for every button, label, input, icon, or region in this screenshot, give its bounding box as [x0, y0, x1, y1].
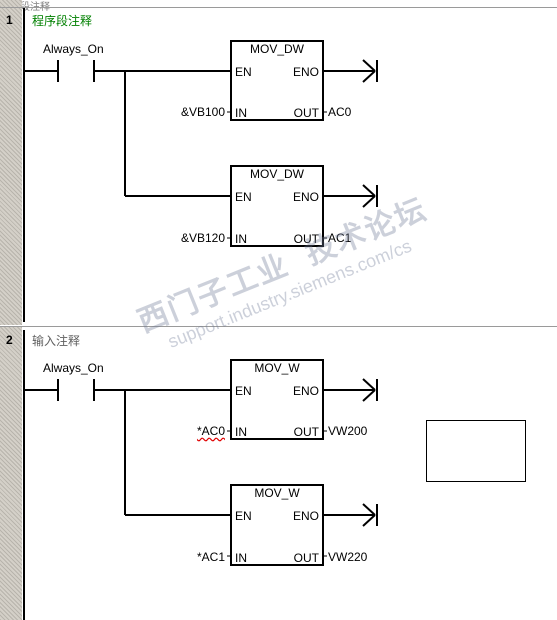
network-1-number: 1: [6, 13, 13, 27]
empty-box: [426, 420, 526, 482]
block-title: MOV_W: [254, 486, 300, 500]
en-pin-label: EN: [235, 65, 252, 79]
out-pin-label: OUT: [293, 551, 319, 565]
en-pin-label: EN: [235, 384, 252, 398]
network-1-comment[interactable]: 程序段注释: [32, 14, 93, 28]
mov-w-block-2[interactable]: MOV_W EN ENO IN OUT: [230, 484, 324, 566]
network-2-gutter: [0, 327, 22, 620]
in-operand[interactable]: *AC1: [196, 550, 225, 564]
out-pin-label: OUT: [293, 232, 319, 246]
out-operand[interactable]: VW200: [328, 424, 368, 438]
eno-coil-2: [322, 184, 378, 208]
in-pin-label: IN: [235, 425, 247, 439]
always-on-contact-1: [24, 60, 95, 82]
eno-coil-4: [322, 503, 378, 527]
contact-label-always-on-2[interactable]: Always_On: [43, 361, 104, 375]
always-on-contact-2: [24, 379, 95, 401]
out-pin-label: OUT: [293, 106, 319, 120]
block-title: MOV_DW: [250, 42, 304, 56]
eno-pin-label: ENO: [292, 190, 319, 204]
out-operand[interactable]: AC0: [328, 105, 352, 119]
eno-pin-label: ENO: [292, 509, 319, 523]
en-pin-label: EN: [235, 190, 252, 204]
out-pin-label: OUT: [293, 425, 319, 439]
eno-coil-3: [322, 378, 378, 402]
in-pin-label: IN: [235, 232, 247, 246]
network-2-number: 2: [6, 333, 13, 347]
out-operand[interactable]: AC1: [328, 231, 352, 245]
network-separator: [0, 326, 557, 327]
in-pin-label: IN: [235, 106, 247, 120]
eno-pin-label: ENO: [292, 65, 319, 79]
network-1-top-divider: [0, 7, 557, 8]
out-operand[interactable]: VW220: [328, 550, 368, 564]
block-title: MOV_DW: [250, 167, 304, 181]
contact-label-always-on-1[interactable]: Always_On: [43, 42, 104, 56]
eno-coil-1: [322, 59, 378, 83]
en-pin-label: EN: [235, 509, 252, 523]
in-operand[interactable]: &VB120: [180, 231, 225, 245]
eno-pin-label: ENO: [292, 384, 319, 398]
network-2-comment[interactable]: 输入注释: [32, 334, 81, 348]
mov-dw-block-2[interactable]: MOV_DW EN ENO IN OUT: [230, 165, 324, 247]
mov-dw-block-1[interactable]: MOV_DW EN ENO IN OUT: [230, 40, 324, 121]
in-operand[interactable]: &VB100: [180, 105, 225, 119]
in-operand[interactable]: *AC0: [196, 424, 225, 438]
in-pin-label: IN: [235, 551, 247, 565]
mov-w-block-1[interactable]: MOV_W EN ENO IN OUT: [230, 359, 324, 440]
network-1-gutter: [0, 0, 22, 325]
block-title: MOV_W: [254, 361, 300, 375]
